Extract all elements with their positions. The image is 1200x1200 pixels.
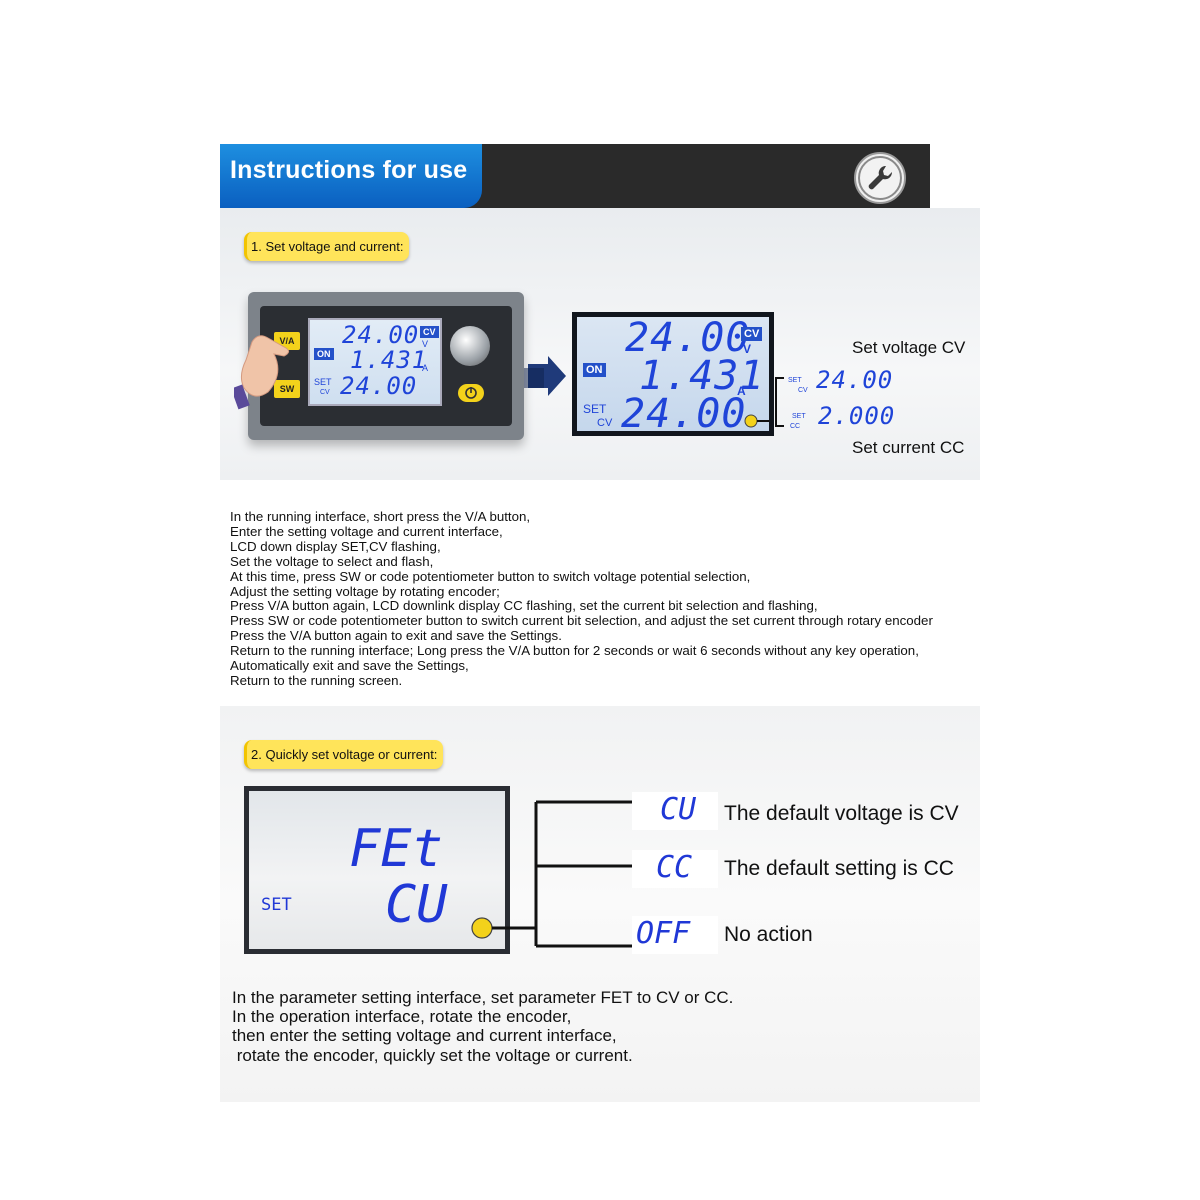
wrench-icon xyxy=(854,152,906,204)
section2-label: 2. Quickly set voltage or current: xyxy=(244,740,444,769)
instruction-line: Press V/A button again, LCD downlink dis… xyxy=(230,598,818,614)
lcd-set-readout: 24.00 xyxy=(621,391,747,437)
instruction-line: LCD down display SET,CV flashing, xyxy=(230,538,441,554)
callout-cc-value: 2.000 xyxy=(818,402,896,430)
instruction-line: then enter the setting voltage and curre… xyxy=(232,1026,617,1046)
instruction-line: Return to the running interface; Long pr… xyxy=(230,643,919,659)
device-face: V/A SW 24.00 CV V ON 1.431 A SET CV 24.0… xyxy=(260,306,512,426)
device-cv-tag: CV xyxy=(420,326,439,338)
device-set-cv: CV xyxy=(320,389,330,396)
option-cc-box: CC xyxy=(632,850,718,888)
callout-cv-value: 24.00 xyxy=(816,366,894,394)
pressing-finger-icon xyxy=(234,335,290,410)
option-off-label: No action xyxy=(724,923,813,946)
device-current-readout: 1.431 xyxy=(350,346,428,374)
device-on-tag: ON xyxy=(314,348,334,360)
set-voltage-cv-label: Set voltage CV xyxy=(852,338,966,357)
sw-button[interactable]: SW xyxy=(274,380,300,398)
callout-cv-set: SET xyxy=(788,377,802,384)
lcd-fet-display: FEt SET CU xyxy=(244,786,510,954)
lcd-voltage-unit: V xyxy=(743,342,752,356)
callout-bracket xyxy=(775,377,784,427)
option-off-code: OFF xyxy=(636,916,691,951)
instruction-line: Press SW or code potentiometer button to… xyxy=(230,613,933,629)
lcd-voltage-readout: 24.00 xyxy=(625,315,751,361)
instructions-section1: In the running interface, short press th… xyxy=(230,509,1130,689)
option-cu-code: CU xyxy=(660,792,697,827)
section-quick-set: 2. Quickly set voltage or current: FEt S… xyxy=(220,706,980,1102)
device-lcd: 24.00 CV V ON 1.431 A SET CV 24.00 xyxy=(308,318,442,406)
header-banner: Instructions for use xyxy=(220,144,930,208)
instruction-line: Adjust the setting voltage by rotating e… xyxy=(230,583,500,599)
instruction-line: In the parameter setting interface, set … xyxy=(232,988,734,1007)
instructions-section2: In the parameter setting interface, set … xyxy=(232,988,932,1065)
set-current-cc-label: Set current CC xyxy=(852,438,965,457)
option-cu-box: CU xyxy=(632,792,718,830)
instruction-line: Press the V/A button again to exit and s… xyxy=(230,628,562,644)
option-cc-label: The default setting is CC xyxy=(724,857,954,880)
lcd-main-display: 24.00 CV V ON 1.431 A SET CV 24.00 xyxy=(572,312,774,437)
lcd-on-tag: ON xyxy=(583,363,606,377)
power-button[interactable] xyxy=(458,384,484,402)
option-off-box: OFF xyxy=(632,916,718,954)
instruction-line: Automatically exit and save the Settings… xyxy=(230,658,469,674)
instruction-line: In the operation interface, rotate the e… xyxy=(232,1007,572,1027)
instruction-line: Return to the running screen. xyxy=(230,672,403,688)
lcd-fet-set-label: SET xyxy=(261,895,292,915)
option-cu-label: The default voltage is CV xyxy=(724,802,959,825)
arrow-right-icon xyxy=(524,356,566,396)
callout-cc-sub: CC xyxy=(790,423,801,430)
device-set-label: SET xyxy=(314,377,332,387)
power-icon xyxy=(465,387,477,399)
lcd-fet-param: FEt xyxy=(349,819,443,879)
callout-cc-set: SET xyxy=(792,413,806,420)
lcd-current-unit: A xyxy=(737,384,746,398)
page-title: Instructions for use xyxy=(230,156,468,184)
device-voltage-unit: V xyxy=(422,339,429,349)
section-set-voltage-current: 1. Set voltage and current: V/A SW 24.00… xyxy=(220,208,980,480)
instruction-line: In the running interface, short press th… xyxy=(230,509,531,524)
lcd-fet-value: CU xyxy=(385,875,448,935)
device-set-readout: 24.00 xyxy=(340,372,418,400)
rotary-encoder-knob[interactable] xyxy=(450,326,490,366)
lcd-current-readout: 1.431 xyxy=(639,353,765,399)
indicator-dot-icon xyxy=(744,414,769,428)
lcd-cv-tag: CV xyxy=(741,327,763,341)
callout-cv-sub: CV xyxy=(798,387,808,394)
option-cc-code: CC xyxy=(656,850,693,885)
section1-label: 1. Set voltage and current: xyxy=(244,232,410,261)
device-current-unit: A xyxy=(422,363,429,373)
option-connector-lines xyxy=(471,800,634,948)
header-title-tab: Instructions for use xyxy=(220,144,482,208)
lcd-set-label: SET xyxy=(583,402,607,416)
instruction-line: Enter the setting voltage and current in… xyxy=(230,523,503,539)
instruction-line: rotate the encoder, quickly set the volt… xyxy=(232,1045,633,1065)
device-voltage-readout: 24.00 xyxy=(342,321,420,349)
instruction-line: Set the voltage to select and flash, xyxy=(230,553,434,569)
lcd-set-cv: CV xyxy=(597,417,613,429)
power-module-device: V/A SW 24.00 CV V ON 1.431 A SET CV 24.0… xyxy=(234,292,524,440)
instruction-line: At this time, press SW or code potentiom… xyxy=(230,568,751,584)
